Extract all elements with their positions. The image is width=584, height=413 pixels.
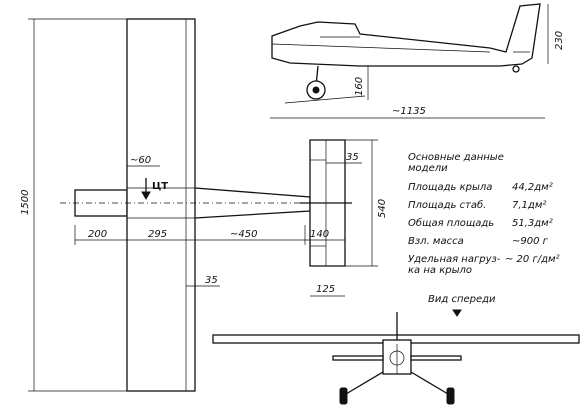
front-stab-right <box>410 355 462 361</box>
front-view-label: Вид спереди <box>428 294 496 305</box>
side-view: ~1135 230 160 <box>270 3 565 119</box>
dim-stab-width: 125 <box>316 284 335 295</box>
dim-stab-chord: 140 <box>310 229 329 240</box>
tail-skid <box>512 65 520 73</box>
dim-side-length: ~1135 <box>392 106 426 117</box>
front-wheel-right <box>446 387 455 405</box>
front-view-arrow <box>452 309 462 317</box>
spec-label-1: Площадь стаб. <box>408 199 486 211</box>
dim-stab-span: 540 <box>377 199 388 218</box>
fuselage-side <box>271 3 541 67</box>
spec-value-0: 44,2дм² <box>512 182 553 193</box>
spec-label-0: Площадь крыла <box>408 182 492 193</box>
dim-gear-height: 160 <box>354 77 365 96</box>
cg-arrow-head <box>141 191 151 201</box>
fuselage-stripe <box>271 43 491 53</box>
dim-wing-chord: 295 <box>148 229 167 240</box>
spec-label-3: Взл. масса <box>408 236 464 247</box>
dim-side-height: 230 <box>554 31 565 50</box>
dim-wing-strip: 35 <box>205 275 218 286</box>
spec-label-2: Общая площадь <box>408 217 494 229</box>
gear-leg-right <box>410 371 449 395</box>
dim-wingspan: 1500 <box>20 190 31 215</box>
dim-stab-tip: 35 <box>346 152 359 163</box>
front-stab-left <box>332 355 384 361</box>
spec-label-4: Удельная нагруз- <box>408 254 501 265</box>
dim-nose: 200 <box>88 229 107 240</box>
side-wheel-hub <box>312 86 320 94</box>
cg-label: ЦТ <box>152 181 168 192</box>
spec-value-1: 7,1дм² <box>512 200 546 211</box>
spec-value-2: 51,3дм² <box>512 218 553 229</box>
spec-table: Основные данные модели Площадь крыла 44,… <box>408 152 560 276</box>
dim-aileron-offset: ~60 <box>130 155 151 166</box>
spec-title-1: Основные данные <box>408 152 504 163</box>
spec-value-3: ~900 г <box>512 236 549 247</box>
spec-value-4: ~ 20 г/дм² <box>505 254 560 265</box>
front-view: Вид спереди <box>212 294 580 405</box>
gear-leg-left <box>345 371 384 395</box>
dim-tail-moment: ~450 <box>230 229 257 240</box>
front-wheel-left <box>339 387 348 405</box>
wing-planform <box>126 18 196 392</box>
spec-title-2: модели <box>408 163 448 174</box>
ground-line <box>284 95 366 104</box>
top-view: ЦТ ~60 1500 200 295 ~450 140 35 35 540 1… <box>20 18 388 392</box>
spec-label-5: ка на крыло <box>408 265 472 276</box>
